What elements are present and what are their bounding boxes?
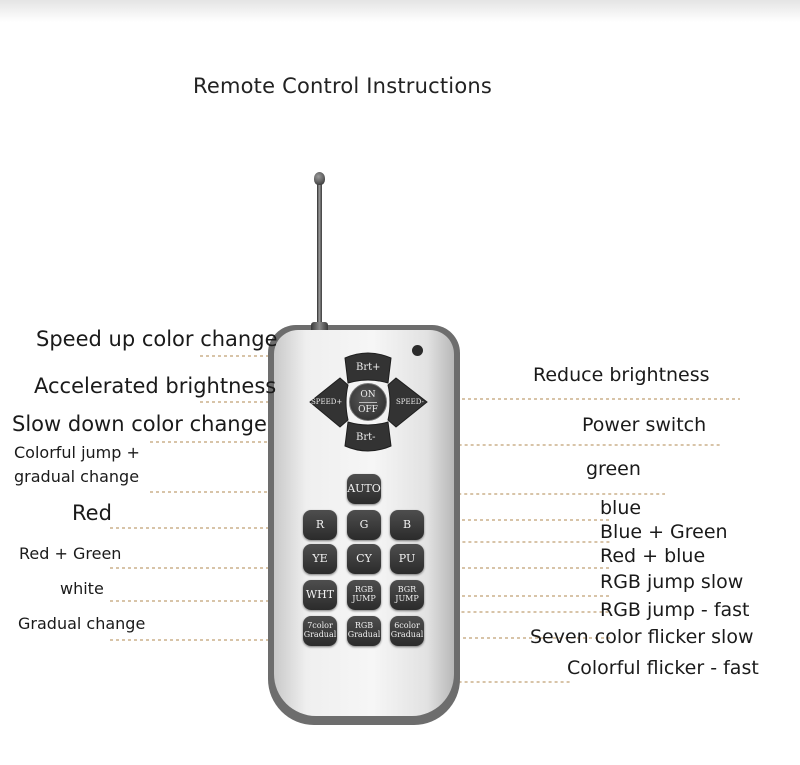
label-white: white bbox=[60, 579, 104, 598]
label-blue: blue bbox=[600, 497, 642, 519]
yellow-button[interactable]: YE bbox=[303, 544, 337, 574]
rgb-gradual-button[interactable]: RGB Gradual bbox=[347, 616, 381, 646]
red-button[interactable]: R bbox=[303, 510, 337, 540]
dpad-up-shape bbox=[344, 352, 392, 384]
label-red-green: Red + Green bbox=[19, 544, 122, 563]
label-colorful-jump: Colorful jump + gradual change bbox=[14, 443, 140, 486]
indicator-led bbox=[412, 345, 423, 356]
speed-up-button[interactable]: SPEED+ bbox=[311, 398, 343, 406]
label-blue-green: Blue + Green bbox=[600, 521, 728, 543]
auto-button[interactable]: AUTO bbox=[347, 474, 381, 504]
power-on-label: ON bbox=[360, 390, 376, 400]
green-button[interactable]: G bbox=[347, 510, 381, 540]
antenna bbox=[317, 181, 322, 337]
dpad-down-shape bbox=[344, 421, 392, 452]
blue-button[interactable]: B bbox=[390, 510, 424, 540]
dpad-right-shape bbox=[387, 377, 428, 428]
power-off-label: OFF bbox=[358, 405, 378, 415]
label-accelerated: Accelerated brightness bbox=[34, 374, 277, 398]
page-title: Remote Control Instructions bbox=[193, 74, 493, 98]
label-gradual: Gradual change bbox=[18, 614, 146, 633]
brt-up-button[interactable]: Brt+ bbox=[356, 362, 381, 373]
label-rgb-fast: RGB jump - fast bbox=[600, 599, 750, 621]
label-green: green bbox=[586, 458, 641, 480]
rgb-jump-button[interactable]: RGB JUMP bbox=[347, 580, 381, 610]
dpad-left-shape bbox=[309, 377, 349, 428]
label-red-blue: Red + blue bbox=[600, 545, 706, 567]
white-button[interactable]: WHT bbox=[303, 580, 337, 610]
label-red: Red bbox=[72, 501, 112, 525]
label-rgb-slow: RGB jump slow bbox=[600, 571, 744, 593]
label-seven: Seven color flicker slow bbox=[530, 626, 754, 648]
speed-down-button[interactable]: SPEED- bbox=[396, 398, 424, 406]
brt-down-button[interactable]: Brt- bbox=[356, 432, 376, 443]
power-button[interactable]: ON OFF bbox=[349, 383, 387, 421]
label-slow-down: Slow down color change bbox=[12, 412, 267, 436]
bgr-jump-button[interactable]: BGR JUMP bbox=[390, 580, 424, 610]
top-shadow-bar bbox=[0, 0, 800, 22]
six-color-gradual-button[interactable]: 6color Gradual bbox=[390, 616, 424, 646]
label-power: Power switch bbox=[582, 414, 707, 436]
cyan-button[interactable]: CY bbox=[347, 544, 381, 574]
label-flicker-fast: Colorful flicker - fast bbox=[567, 657, 759, 679]
seven-color-gradual-button[interactable]: 7color Gradual bbox=[303, 616, 337, 646]
label-reduce: Reduce brightness bbox=[533, 364, 710, 386]
antenna-tip bbox=[314, 172, 325, 185]
purple-button[interactable]: PU bbox=[390, 544, 424, 574]
label-speed-up: Speed up color change bbox=[36, 327, 278, 351]
leader-power bbox=[384, 419, 720, 446]
